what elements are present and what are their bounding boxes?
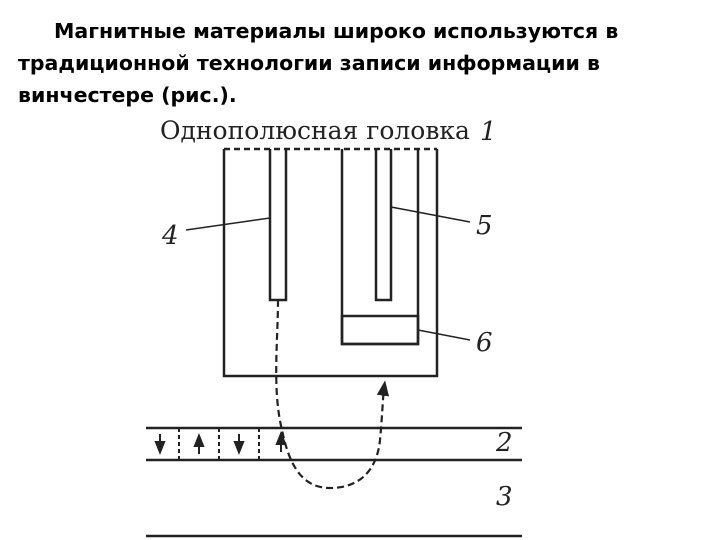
leader-line-6 bbox=[417, 329, 471, 341]
label-1: 1 bbox=[480, 117, 497, 147]
magnetization-arrows bbox=[154, 433, 245, 455]
recording-layer bbox=[146, 426, 522, 538]
figure-title: Однополюсная головка bbox=[160, 116, 470, 145]
coil-block bbox=[340, 314, 420, 346]
slide-text-line-1: Магнитные материалы широко используются … bbox=[54, 19, 619, 43]
label-6: 6 bbox=[476, 328, 493, 358]
slide-text-line-2: традиционной технологии записи информаци… bbox=[18, 51, 600, 75]
leader-line-5 bbox=[390, 206, 471, 223]
label-4: 4 bbox=[161, 221, 179, 251]
flux-path bbox=[275, 299, 390, 490]
slide-text-line-3: винчестере (рис.). bbox=[18, 83, 237, 107]
head-body bbox=[222, 147, 439, 378]
slide-text: Магнитные материалы широко используются … bbox=[18, 15, 708, 111]
label-2: 2 bbox=[495, 428, 513, 458]
label-5: 5 bbox=[476, 211, 493, 241]
leader-line-4 bbox=[185, 217, 271, 231]
left-pole bbox=[268, 149, 288, 302]
domain-separators bbox=[178, 428, 260, 460]
label-3: 3 bbox=[496, 482, 513, 512]
